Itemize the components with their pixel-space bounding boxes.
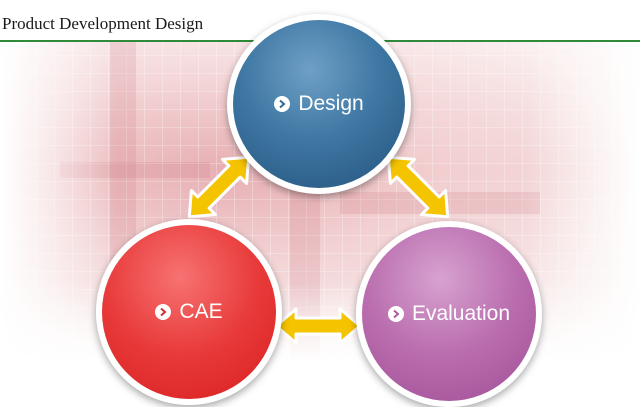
evaluation-node[interactable]: Evaluation [356,221,542,407]
evaluation-label: Evaluation [411,302,511,325]
cae-label: CAE [179,300,223,323]
design-node[interactable]: Design [227,14,411,194]
cae-node[interactable]: CAE [96,219,282,405]
design-label: Design [298,92,364,115]
chevron-right-icon [274,96,291,112]
chevron-right-icon [155,304,172,320]
chevron-right-icon [387,306,404,322]
page-title: Product Development Design [2,14,204,33]
